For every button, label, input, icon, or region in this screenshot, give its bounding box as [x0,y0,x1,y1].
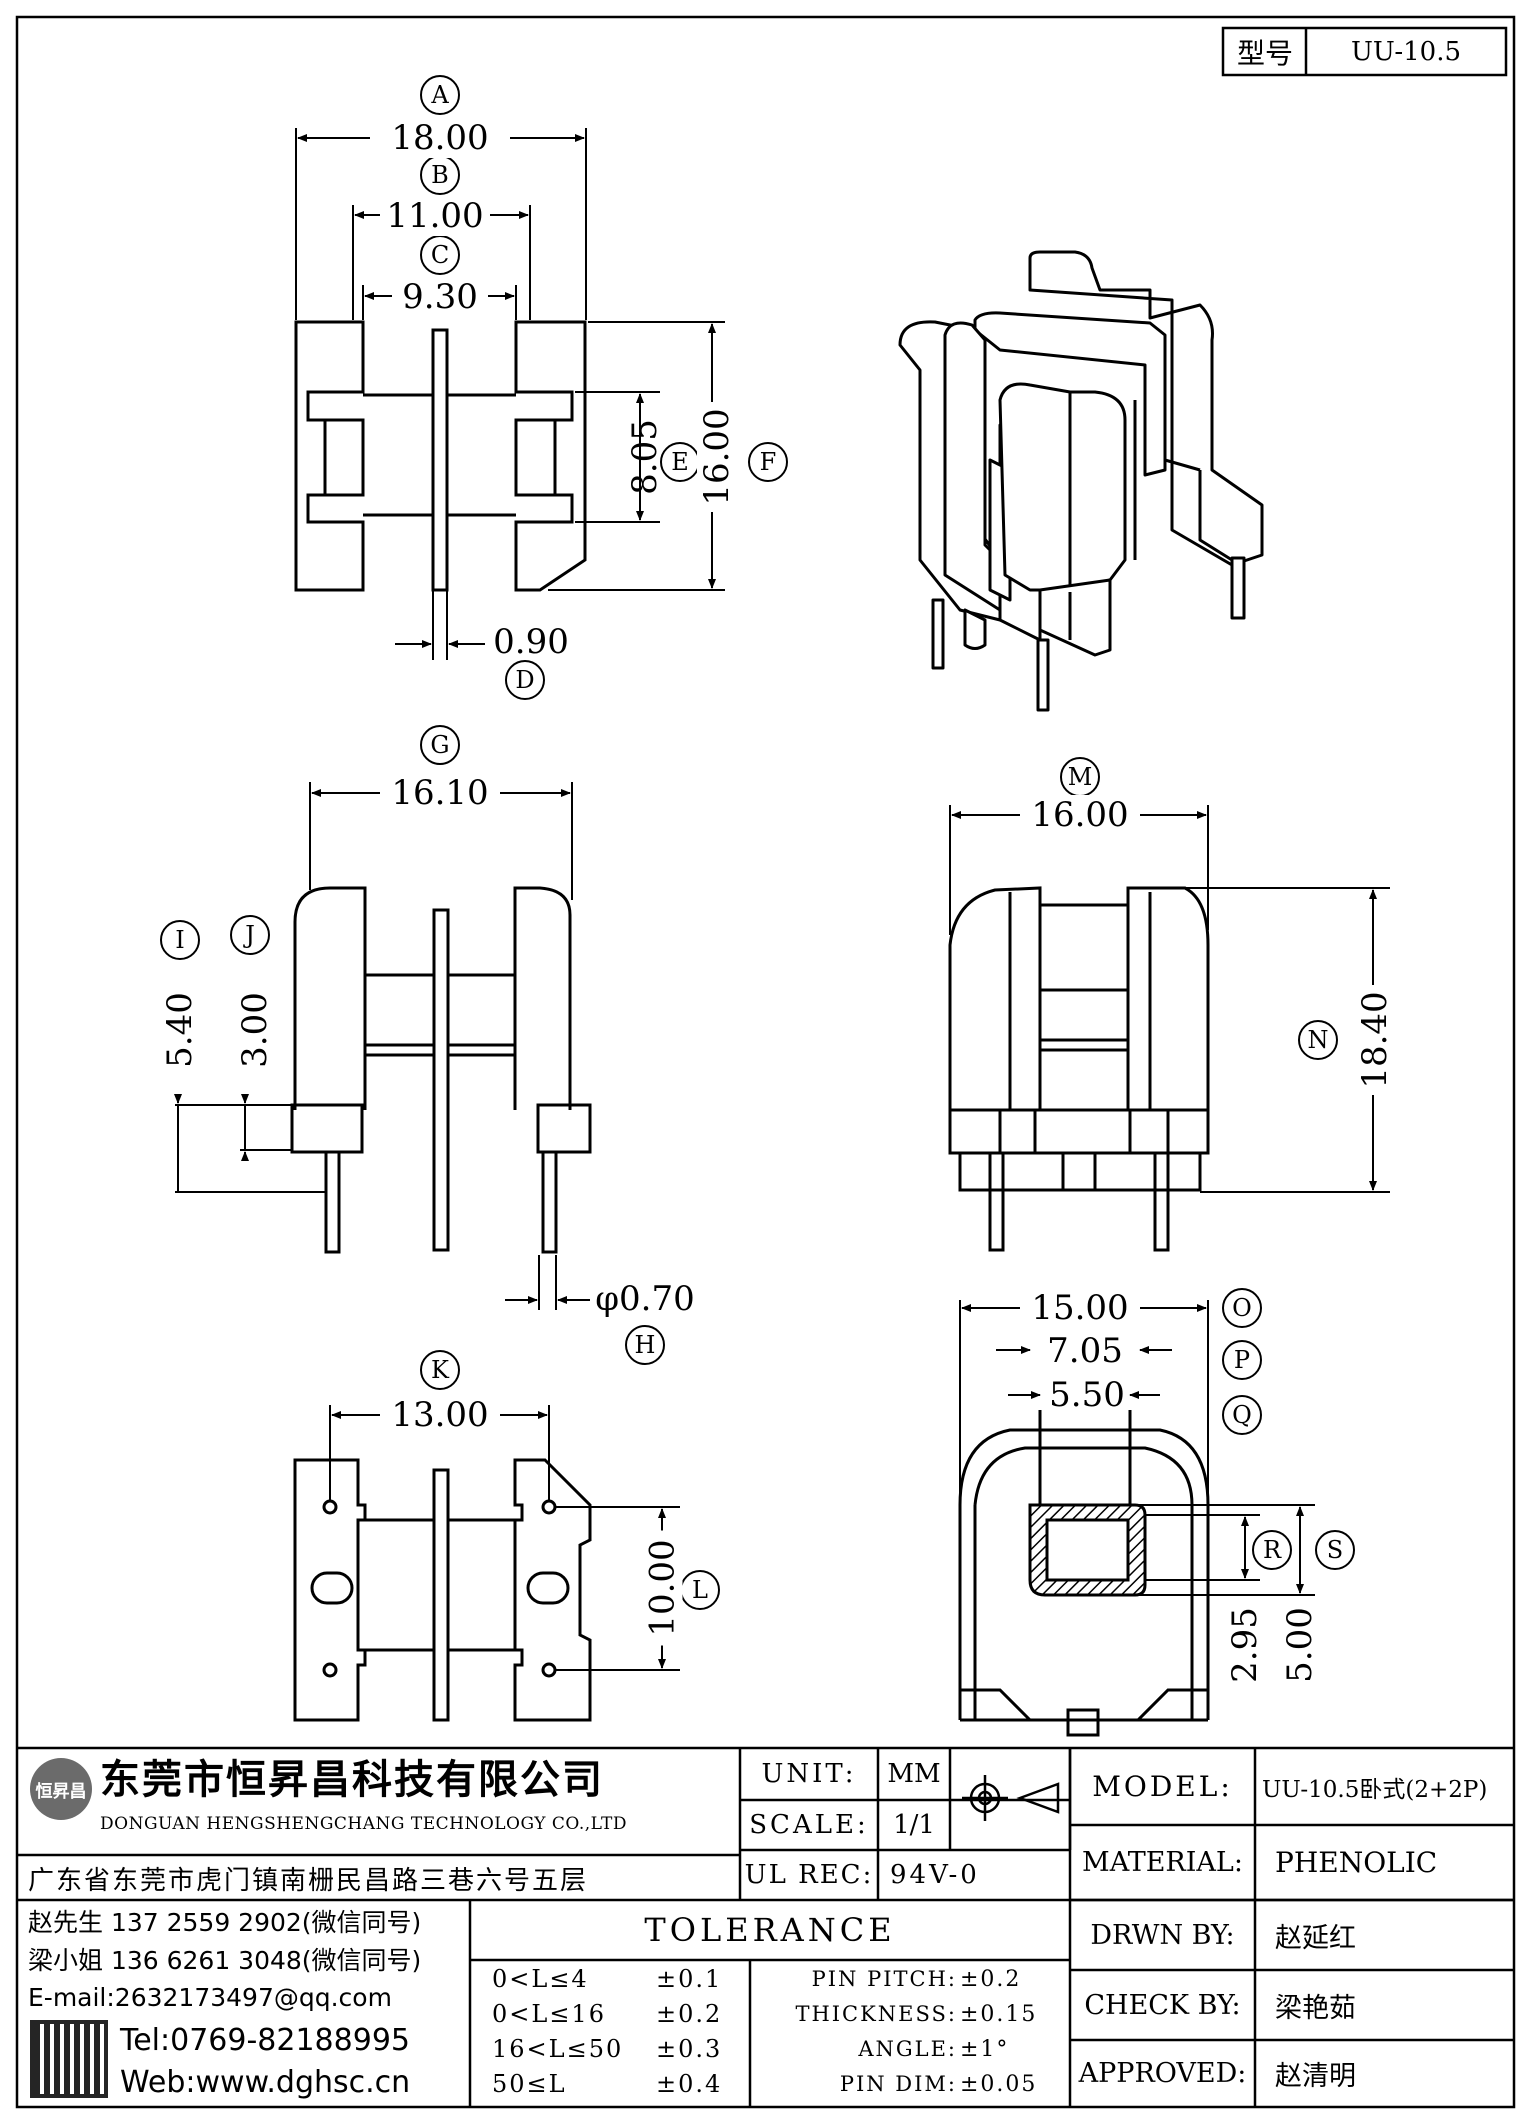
dim-value-Q: 5.50 [1049,1375,1125,1415]
balloon-G: G [430,731,450,759]
model-tag-box [1221,26,1508,77]
drawing-frame [15,15,1516,2109]
model-value: UU-10.5卧式(2+2P) [1262,1776,1488,1803]
material-label: MATERIAL: [1082,1847,1243,1878]
unit-label: UNIT: [761,1759,857,1789]
dim-value-R: 2.95 [1225,1607,1265,1683]
dim-value-B: 11.00 [380,196,490,236]
company-name-en: DONGUAN HENGSHENGCHANG TECHNOLOGY CO.,LT… [100,1814,628,1834]
view-front [290,886,592,1254]
balloon-K: K [431,1356,449,1384]
view-side [948,886,1210,1252]
dims-section [959,1300,1315,1596]
approved-label: APPROVED: [1078,2058,1247,2089]
dim-value-L: 10.00 [642,1530,683,1646]
contact-line-2: 梁小姐 136 6261 3048(微信同号) [28,1946,422,1975]
ulrec-value: 94V-0 [890,1860,980,1890]
check-value: 梁艳茹 [1275,1992,1356,2024]
model-label: MODEL: [1092,1770,1233,1803]
company-logo-text: 恒昇昌 [35,1781,87,1802]
ulrec-label: UL REC: [744,1860,874,1890]
balloon-L: L [692,1576,708,1604]
dim-value-O: 15.00 [1020,1288,1140,1328]
dim-value-A: 18.00 [370,118,510,158]
balloon-F: F [759,448,777,476]
balloon-H: H [634,1331,656,1359]
dim-value-G: 16.10 [380,773,500,813]
view-top [294,320,587,592]
dim-value-I: 5.40 [160,992,200,1068]
contact-tel: Tel:0769-82188995 [120,2022,410,2058]
dim-value-S: 5.00 [1280,1607,1320,1683]
approved-value: 赵清明 [1275,2061,1356,2092]
balloon-B: B [431,161,449,189]
contact-web: Web:www.dghsc.cn [120,2064,411,2100]
tolerance-title: TOLERANCE [644,1911,896,1949]
tolerance-value-4: ±0.4 [656,2070,723,2098]
balloon-C: C [430,241,450,269]
scale-label: SCALE: [749,1810,869,1840]
angle-value: ±1° [960,2036,1010,2062]
section-hatch [1028,1503,1147,1597]
balloon-N: N [1307,1026,1329,1054]
company-address: 广东省东莞市虎门镇南栅民昌路三巷六号五层 [28,1865,589,1896]
balloon-M: M [1067,763,1093,791]
balloon-J: J [245,921,255,949]
pin-dim-label: PIN DIM: [839,2072,957,2096]
dim-value-H: φ0.70 [595,1279,695,1319]
view-isometric [898,250,1264,712]
qr-code-icon [30,2020,108,2098]
balloon-S: S [1326,1536,1344,1564]
material-value: PHENOLIC [1275,1846,1438,1879]
dimension-balloons [160,75,1355,1610]
drawn-value: 赵延红 [1275,1922,1356,1954]
balloon-D: D [515,666,535,694]
pin-pitch-label: PIN PITCH: [811,1967,957,1991]
balloon-P: P [1233,1346,1251,1374]
dim-value-P: 7.05 [1047,1331,1123,1371]
tolerance-range-3: 16<L≤50 [492,2035,624,2063]
model-tag-label: 型号 [1236,36,1293,70]
tolerance-range-4: 50≤L [492,2070,567,2098]
dim-value-N: 18.40 [1355,985,1395,1095]
dims-bottom [329,1405,680,1671]
company-name-cn: 东莞市恒昇昌科技有限公司 [100,1757,604,1803]
thickness-value: ±0.15 [960,2001,1038,2027]
company-logo: 恒昇昌 [30,1758,92,1820]
thickness-label: THICKNESS: [795,2002,957,2026]
unit-value: MM [887,1759,941,1789]
dim-value-M: 16.00 [1020,795,1140,835]
dim-value-D: 0.90 [493,622,569,662]
balloon-O: O [1232,1294,1252,1322]
angle-label: ANGLE: [858,2037,957,2061]
check-label: CHECK BY: [1084,1989,1241,2021]
balloon-E: E [671,448,689,476]
balloon-A: A [431,81,449,109]
tolerance-range-2: 0<L≤16 [492,2000,606,2028]
tolerance-value-3: ±0.3 [656,2035,723,2063]
dim-value-F: 16.00 [697,402,737,512]
balloon-Q: Q [1232,1401,1252,1429]
tolerance-value-2: ±0.2 [656,2000,723,2028]
contact-line-1: 赵先生 137 2559 2902(微信同号) [28,1908,422,1937]
pin-dim-value: ±0.05 [960,2071,1038,2097]
view-bottom [293,1458,592,1722]
drawn-label: DRWN BY: [1090,1919,1235,1951]
tolerance-range-1: 0<L≤4 [492,1965,589,1993]
balloon-I: I [175,926,185,954]
dim-value-C: 9.30 [392,277,488,317]
scale-value: 1/1 [893,1810,935,1840]
view-section [958,1410,1210,1737]
dim-value-J: 3.00 [235,992,275,1068]
dim-value-E: 8.05 [625,419,665,495]
balloon-R: R [1262,1536,1282,1564]
dims-side [949,805,1390,1193]
dim-value-K: 13.00 [380,1395,500,1435]
title-block-lines [17,1746,1514,2107]
contact-email: E-mail:2632173497@qq.com [28,1982,392,2012]
pin-pitch-value: ±0.2 [960,1966,1022,1992]
model-tag-value: UU-10.5 [1350,36,1462,67]
dims-top [295,128,725,660]
tolerance-value-1: ±0.1 [656,1965,723,1993]
